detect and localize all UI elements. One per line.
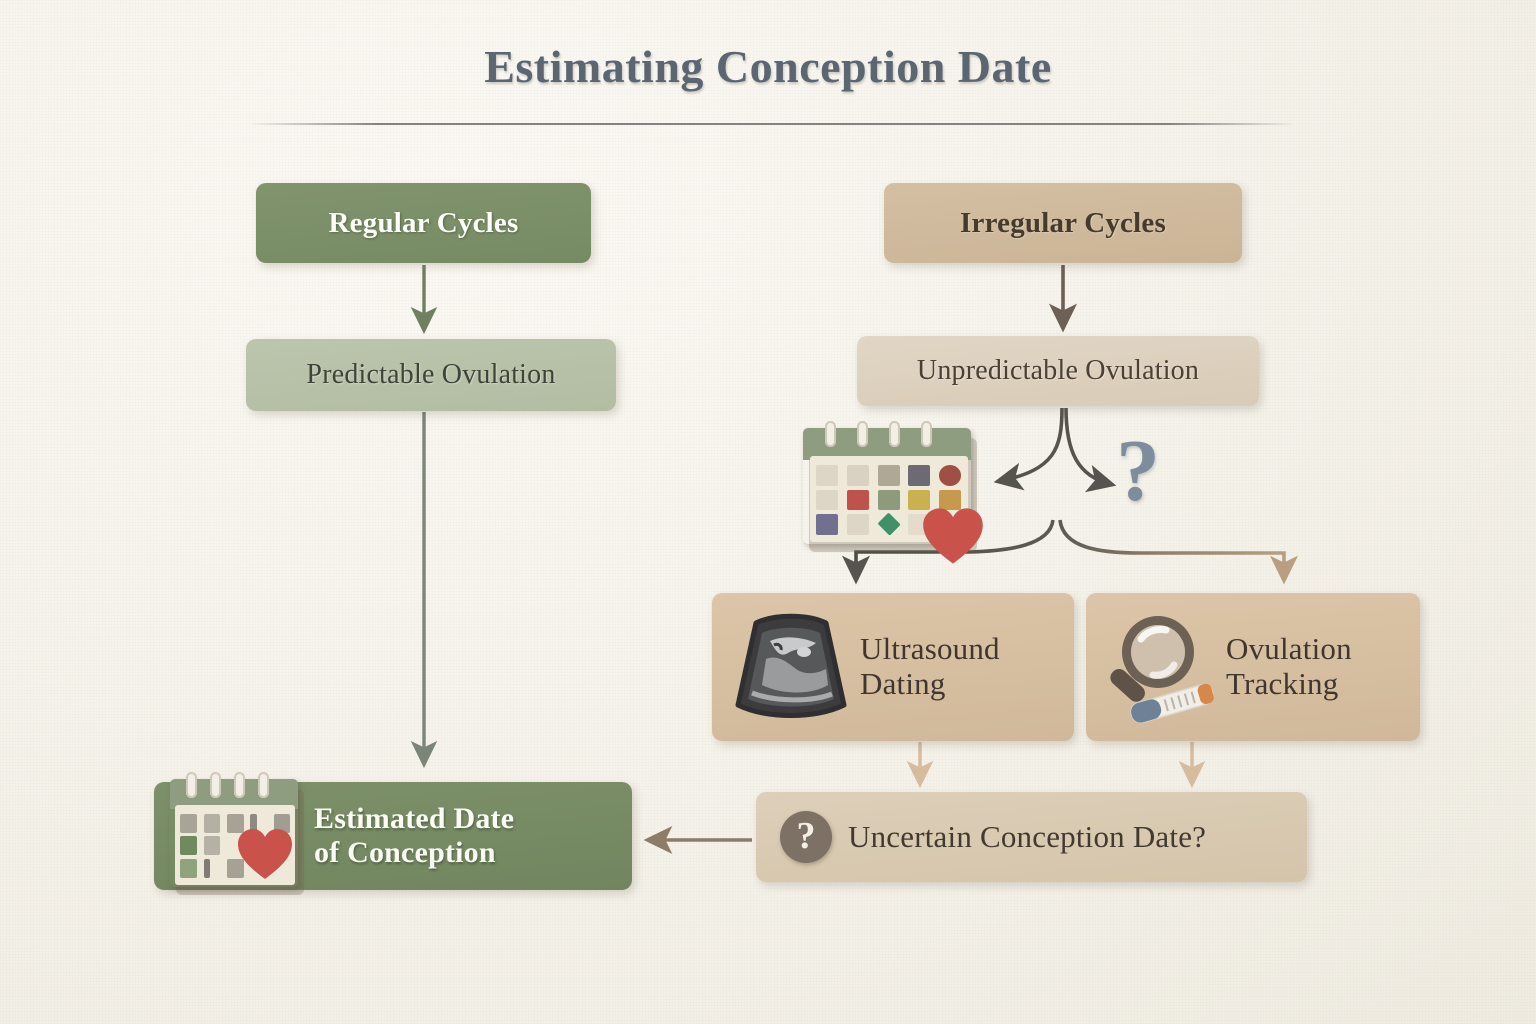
node-uncertain-conception-date[interactable]: ? Uncertain Conception Date? bbox=[756, 792, 1307, 882]
calendar-cells bbox=[816, 465, 961, 537]
node-label-line2: of Conception bbox=[314, 836, 496, 869]
node-estimated-date-of-conception[interactable]: Estimated Date of Conception bbox=[154, 772, 632, 895]
question-mark-icon: ? bbox=[1116, 423, 1160, 520]
calendar-ring bbox=[186, 772, 197, 798]
calendar-body bbox=[803, 428, 971, 544]
ovulation-test-strip bbox=[1130, 683, 1214, 724]
node-regular-cycles[interactable]: Regular Cycles bbox=[256, 183, 591, 263]
node-label-line1: Ultrasound bbox=[860, 631, 1000, 667]
node-label: Estimated Date of Conception bbox=[314, 802, 514, 869]
edge-to-ovulation-tracking bbox=[1058, 519, 1299, 585]
node-label: Predictable Ovulation bbox=[306, 359, 556, 391]
heart-icon bbox=[923, 508, 983, 564]
calendar-ring bbox=[258, 772, 269, 798]
calendar-cells bbox=[180, 813, 291, 879]
title-divider bbox=[252, 123, 1292, 125]
node-label: Uncertain Conception Date? bbox=[848, 818, 1207, 854]
node-predictable-ovulation[interactable]: Predictable Ovulation bbox=[246, 339, 616, 411]
calendar-ring bbox=[889, 421, 900, 447]
node-label-line2: Dating bbox=[860, 666, 946, 701]
node-irregular-cycles[interactable]: Irregular Cycles bbox=[884, 183, 1242, 263]
node-unpredictable-ovulation[interactable]: Unpredictable Ovulation bbox=[857, 336, 1259, 406]
calendar-ring bbox=[825, 421, 836, 447]
node-ovulation-tracking[interactable]: Ovulation Tracking bbox=[1086, 593, 1420, 741]
question-badge-icon: ? bbox=[780, 811, 832, 863]
node-label: Irregular Cycles bbox=[960, 206, 1166, 239]
edge-fork-right-to-question bbox=[1064, 407, 1117, 493]
magnifier-icon bbox=[1096, 607, 1224, 727]
question-mark-glyph: ? bbox=[796, 814, 816, 857]
node-label-line1: Ovulation bbox=[1226, 631, 1352, 667]
calendar-ring bbox=[210, 772, 221, 798]
node-ultrasound-dating[interactable]: Ultrasound Dating bbox=[712, 593, 1074, 741]
node-label: Ovulation Tracking bbox=[1226, 631, 1352, 701]
page-title: Estimating Conception Date bbox=[484, 41, 1052, 92]
node-label: Regular Cycles bbox=[328, 206, 519, 239]
node-label: Ultrasound Dating bbox=[860, 631, 1000, 701]
heart-icon bbox=[238, 829, 292, 879]
node-label-line2: Tracking bbox=[1226, 666, 1339, 701]
ultrasound-icon bbox=[726, 607, 854, 727]
calendar-heart-icon bbox=[170, 772, 304, 895]
calendar-ring bbox=[921, 421, 932, 447]
calendar-ring bbox=[234, 772, 245, 798]
node-label-line1: Estimated Date bbox=[314, 802, 515, 836]
center-calendar-heart-icon bbox=[803, 421, 983, 564]
calendar-ring bbox=[857, 421, 868, 447]
edge-to-ultrasound-dating bbox=[841, 519, 1055, 585]
edge-fork-left-to-calendar bbox=[993, 407, 1064, 491]
node-label: Unpredictable Ovulation bbox=[916, 355, 1200, 387]
